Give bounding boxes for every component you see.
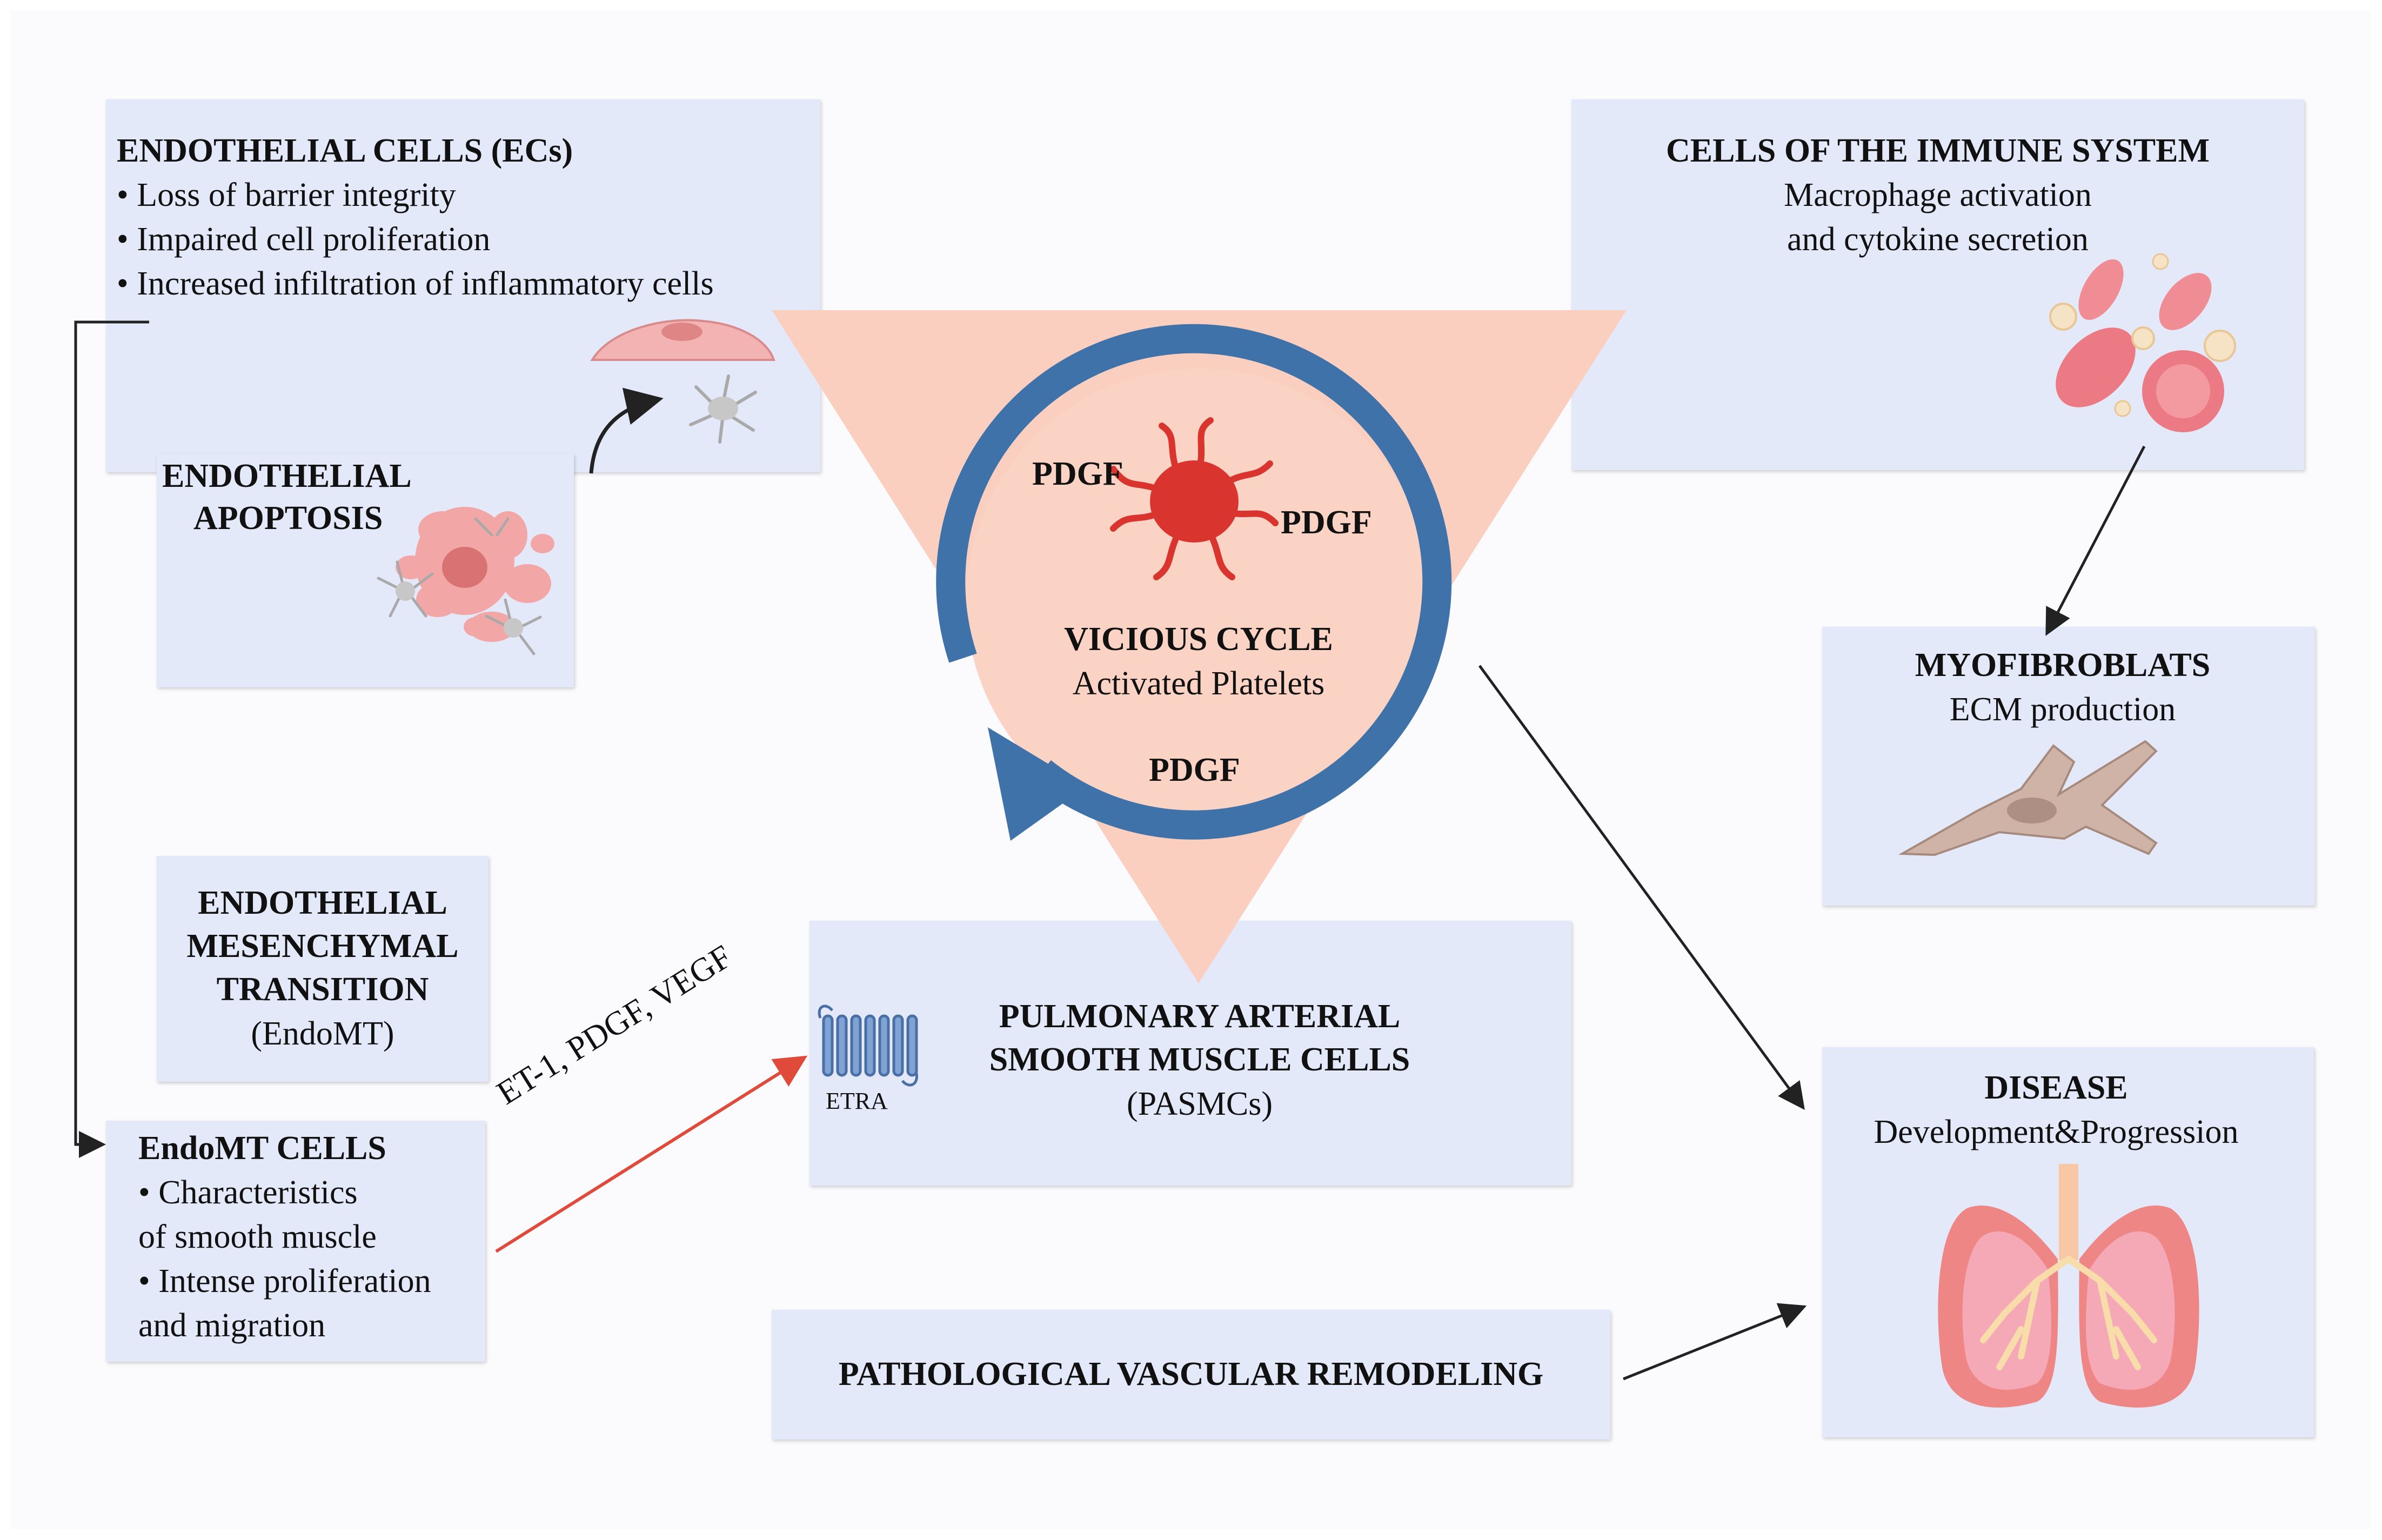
myofibroblasts-title: MYOFIBROBLATS [1915,647,2211,684]
vicious-cycle-subtitle: Activated Platelets [1072,665,1325,702]
lungs-icon [1938,1164,2199,1408]
apoptotic-cells-icon [377,507,554,655]
endomt-line2: MESENCHYMAL [186,928,459,965]
endomt-cells-item-4: and migration [138,1307,326,1344]
immune-line2: and cytokine secretion [1787,221,2089,258]
ecs-to-endomt-connector [74,320,149,1158]
dying-cell-icon [689,374,757,444]
immune-to-myofibroblast-arrow [2045,445,2146,636]
etra-receptor-icon [818,1005,918,1087]
remodeling-to-disease-arrow [1623,1303,1807,1381]
remodeling-box [772,1310,1610,1439]
immune-cells-icon [2049,253,2236,432]
cycle-to-disease-arrow [1478,665,1805,1110]
pasmc-line3: (PASMCs) [1127,1086,1273,1122]
cycle-arrow [936,324,1452,840]
endomt-line3: TRANSITION [216,971,429,1008]
pdgf-label-bottom: PDGF [1149,752,1240,788]
myofibroblasts-subtitle: ECM production [1949,691,2176,728]
immune-line1: Macrophage activation [1784,177,2092,213]
pdgf-label-right: PDGF [1281,504,1372,541]
endomt-box [157,856,489,1082]
activated-platelet-icon [1110,417,1279,580]
apoptosis-title-line2: APOPTOSIS [193,500,383,537]
cycle-inner-circle [966,369,1431,833]
vicious-cycle-title: VICIOUS CYCLE [1064,621,1333,658]
endomt-cells-item-2: of smooth muscle [138,1218,377,1255]
endomt-line1: ENDOTHELIAL [198,885,447,921]
cycle-arrowhead [988,727,1086,841]
myofibroblast-icon [1898,740,2158,856]
endomt-cells-title: EndoMT CELLS [138,1130,386,1167]
pasmc-line1: PULMONARY ARTERIAL [999,998,1401,1035]
ec-item-3: • Increased infiltration of inflammatory… [117,265,714,302]
endomt-cells-box [106,1121,485,1362]
disease-subtitle: Development&Progression [1874,1114,2239,1150]
apoptosis-arrow [589,387,664,474]
endomt-cells-item-1: • Characteristics [138,1174,358,1211]
pdgf-label-left: PDGF [1032,456,1123,492]
immune-title: CELLS OF THE IMMUNE SYSTEM [1666,132,2210,169]
endomt-to-pasmc-arrow [495,1055,808,1253]
endomt-cells-item-3: • Intense proliferation [138,1263,431,1300]
endothelial-cells-box [106,99,820,472]
ec-item-1: • Loss of barrier integrity [117,177,456,213]
endothelial-cells-title: ENDOTHELIAL CELLS (ECs) [117,132,573,169]
etra-label: ETRA [826,1088,888,1114]
endothelial-cell-icon [590,319,775,361]
disease-title: DISEASE [1984,1069,2128,1106]
endomt-line4: (EndoMT) [251,1015,394,1052]
remodeling-title: PATHOLOGICAL VASCULAR REMODELING [838,1356,1544,1392]
apoptosis-title-line1: ENDOTHELIAL [162,458,412,494]
pasmc-line2: SMOOTH MUSCLE CELLS [989,1041,1410,1078]
ec-item-2: • Impaired cell proliferation [117,221,491,258]
